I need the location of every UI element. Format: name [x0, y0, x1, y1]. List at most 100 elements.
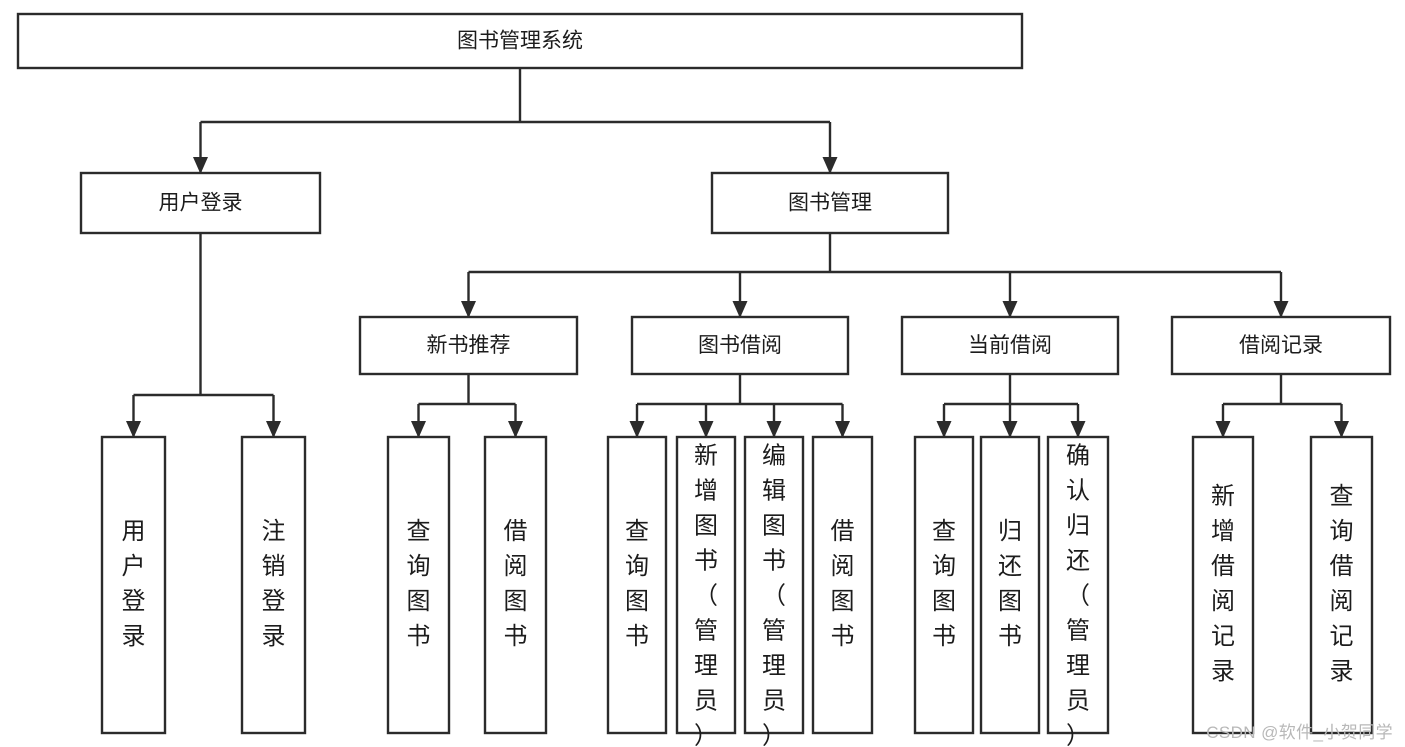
arrow-head-icon [698, 421, 714, 438]
node-box-user-login [79, 171, 322, 235]
node-label-root: 图书管理系统 [457, 30, 583, 53]
svg-text:新: 新 [1211, 483, 1235, 510]
node-layer: 图书管理系统用户登录图书管理新书推荐图书借阅当前借阅借阅记录用户登录注销登录查询… [16, 12, 1392, 747]
svg-text:查: 查 [625, 518, 649, 545]
svg-text:书: 书 [694, 547, 718, 574]
arrow-head-icon [193, 157, 208, 174]
conn-record-to-leaves [1215, 374, 1349, 438]
svg-text:员: 员 [694, 687, 718, 714]
node-box-leaf-query-book-recommend [386, 435, 451, 735]
node-box-current-borrow [900, 315, 1120, 376]
svg-text:查: 查 [407, 518, 431, 545]
svg-text:记: 记 [1330, 623, 1354, 650]
arrow-head-icon [266, 421, 281, 438]
svg-text:书: 书 [932, 623, 956, 650]
arrow-head-icon [1215, 421, 1231, 438]
node-box-leaf-logout [240, 435, 307, 735]
node-borrow-record[interactable]: 借阅记录 [1170, 315, 1392, 376]
node-book-management[interactable]: 图书管理 [710, 171, 950, 235]
svg-text:注: 注 [262, 518, 286, 545]
conn-current-to-leaves [936, 374, 1086, 438]
arrow-head-icon [508, 421, 523, 438]
svg-text:阅: 阅 [504, 553, 528, 580]
node-box-leaf-confirm-return-admin [1046, 435, 1110, 735]
arrow-head-icon [936, 421, 952, 438]
svg-text:阅: 阅 [1330, 588, 1354, 615]
arrow-head-icon [1002, 421, 1018, 438]
svg-text:借: 借 [1330, 553, 1354, 580]
svg-text:查: 查 [1330, 483, 1354, 510]
svg-text:员: 员 [762, 687, 786, 714]
svg-text:询: 询 [932, 553, 956, 580]
svg-text:书: 书 [504, 623, 528, 650]
node-user-login[interactable]: 用户登录 [79, 171, 322, 235]
svg-text:编: 编 [762, 442, 786, 469]
node-box-new-book-recommend [358, 315, 579, 376]
node-box-book-borrow [630, 315, 850, 376]
arrow-head-icon [1002, 301, 1018, 318]
node-box-leaf-query-book-borrow [606, 435, 668, 735]
node-box-book-management [710, 171, 950, 235]
svg-text:书: 书 [762, 547, 786, 574]
connector-layer [126, 68, 1349, 438]
node-book-borrow[interactable]: 图书借阅 [630, 315, 850, 376]
node-box-leaf-borrow-book [811, 435, 874, 735]
arrow-head-icon [1070, 421, 1086, 438]
svg-text:员: 员 [1066, 687, 1090, 714]
node-label-user-login: 用户登录 [159, 192, 243, 215]
svg-text:增: 增 [694, 477, 718, 504]
node-box-leaf-edit-book-admin [743, 435, 805, 735]
node-box-leaf-borrow-book-recommend [483, 435, 548, 735]
node-box-leaf-query-borrow-record [1309, 435, 1374, 735]
node-leaf-user-login[interactable]: 用户登录 [100, 435, 167, 735]
node-box-root [16, 12, 1024, 70]
svg-text:图: 图 [831, 588, 855, 615]
node-box-leaf-add-book-admin [675, 435, 737, 735]
arrow-head-icon [766, 421, 782, 438]
node-new-book-recommend[interactable]: 新书推荐 [358, 315, 579, 376]
svg-text:询: 询 [625, 553, 649, 580]
svg-text:阅: 阅 [1211, 588, 1235, 615]
node-label-leaf-user-login: 用户登录 [122, 518, 146, 650]
svg-text:户: 户 [122, 553, 146, 580]
node-current-borrow[interactable]: 当前借阅 [900, 315, 1120, 376]
node-box-leaf-add-borrow-record [1191, 435, 1255, 735]
node-label-book-management: 图书管理 [788, 192, 872, 215]
conn-book-management-to-level2 [461, 233, 1289, 318]
svg-text:增: 增 [1211, 518, 1235, 545]
svg-text:书: 书 [407, 623, 431, 650]
arrow-head-icon [461, 301, 476, 318]
node-box-leaf-query-book-current [913, 435, 975, 735]
node-root[interactable]: 图书管理系统 [16, 12, 1024, 70]
svg-text:用: 用 [122, 518, 146, 545]
svg-text:确: 确 [1066, 442, 1090, 469]
svg-text:阅: 阅 [831, 553, 855, 580]
svg-text:录: 录 [122, 623, 146, 650]
svg-text:借: 借 [831, 518, 855, 545]
svg-text:记: 记 [1211, 623, 1235, 650]
svg-text:（: （ [694, 582, 718, 609]
svg-text:询: 询 [1330, 518, 1354, 545]
arrow-head-icon [822, 157, 838, 174]
svg-text:图: 图 [625, 588, 649, 615]
